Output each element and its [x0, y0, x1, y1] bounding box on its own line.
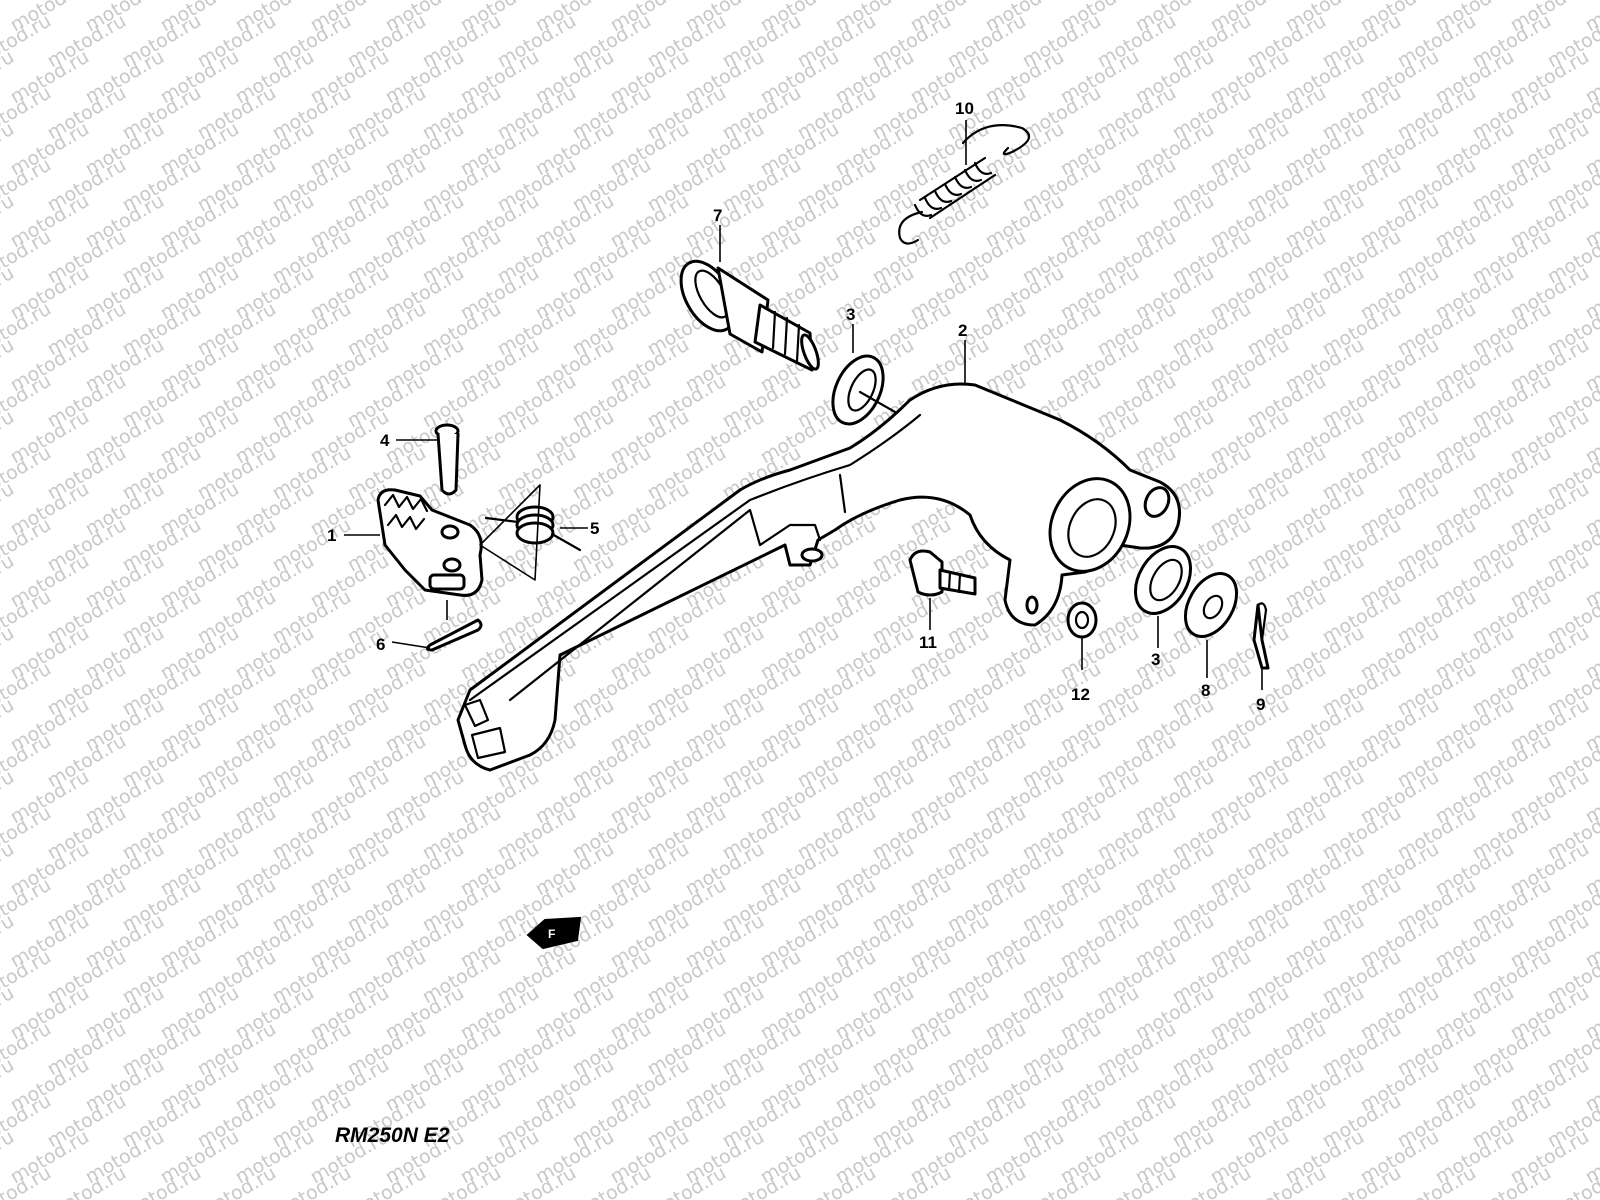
nut-12[interactable]: [1066, 601, 1098, 639]
callout-10[interactable]: 10: [955, 99, 974, 118]
svg-text:F: F: [548, 927, 555, 941]
callout-4[interactable]: 4: [380, 431, 390, 450]
callout-12[interactable]: 12: [1071, 685, 1090, 704]
callout-8[interactable]: 8: [1201, 681, 1210, 700]
model-label: RM250N E2: [335, 1124, 450, 1147]
callout-3-upper[interactable]: 3: [846, 305, 855, 324]
callout-2[interactable]: 2: [958, 321, 967, 340]
callout-5[interactable]: 5: [590, 519, 599, 538]
brake-pedal-step-1[interactable]: [376, 488, 484, 597]
callout-9[interactable]: 9: [1256, 695, 1265, 714]
callout-3-lower[interactable]: 3: [1151, 650, 1160, 669]
callout-6[interactable]: 6: [376, 635, 385, 654]
callout-7[interactable]: 7: [713, 206, 722, 225]
callout-1[interactable]: 1: [327, 526, 336, 545]
callout-11[interactable]: 11: [919, 633, 937, 652]
